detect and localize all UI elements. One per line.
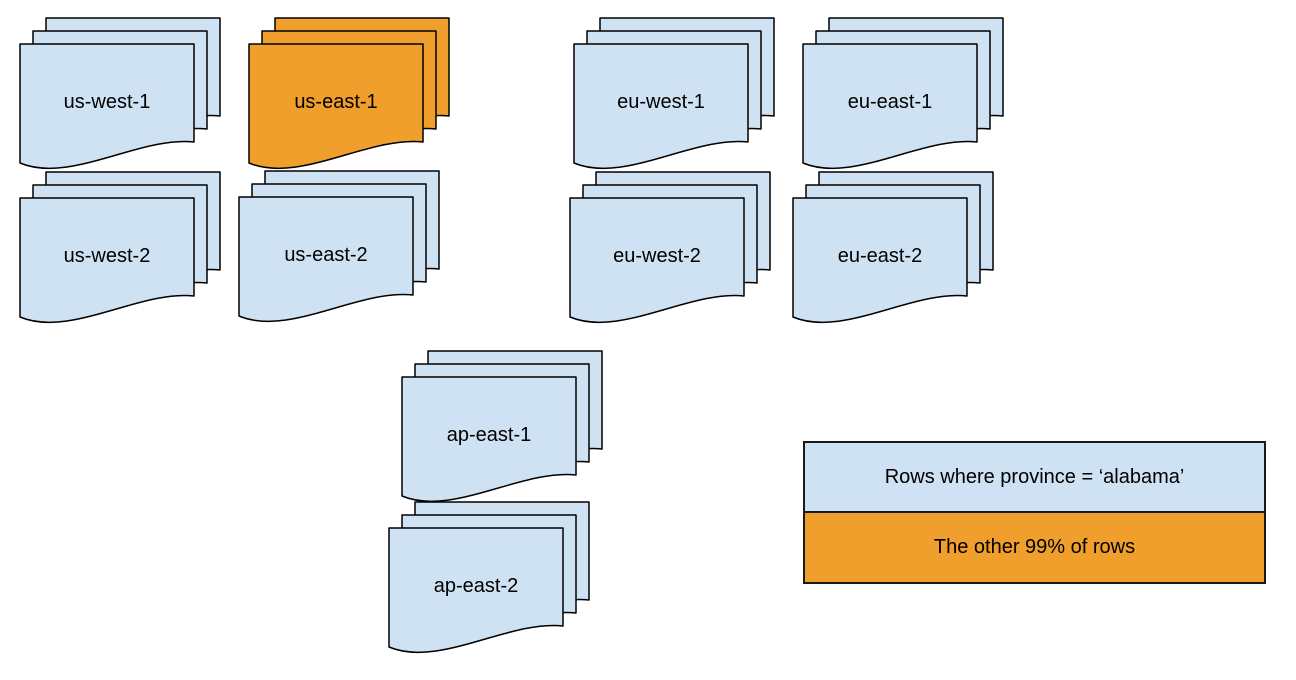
page-front-icon <box>19 197 195 323</box>
document-stack-icon <box>19 171 221 323</box>
page-front-icon <box>19 43 195 169</box>
region-stack-eu-west-1: eu-west-1 <box>573 17 776 175</box>
legend: Rows where province = ‘alabama’ The othe… <box>803 441 1266 584</box>
document-stack-icon <box>238 170 440 322</box>
document-stack-icon <box>573 17 775 169</box>
region-stack-eu-west-2: eu-west-2 <box>569 171 772 329</box>
region-stack-us-west-2: us-west-2 <box>19 171 222 329</box>
document-stack-icon <box>388 501 590 653</box>
page-front-icon <box>792 197 968 323</box>
legend-item-alabama-rows: Rows where province = ‘alabama’ <box>805 443 1264 511</box>
document-stack-icon <box>802 17 1004 169</box>
region-stack-us-east-2: us-east-2 <box>238 170 441 328</box>
page-front-icon <box>802 43 978 169</box>
region-stack-eu-east-2: eu-east-2 <box>792 171 995 329</box>
region-stack-us-west-1: us-west-1 <box>19 17 222 175</box>
region-stack-ap-east-2: ap-east-2 <box>388 501 591 659</box>
region-stack-ap-east-1: ap-east-1 <box>401 350 604 508</box>
legend-item-other-rows: The other 99% of rows <box>805 511 1264 582</box>
document-stack-icon <box>792 171 994 323</box>
page-front-icon <box>388 527 564 653</box>
document-stack-icon <box>19 17 221 169</box>
page-front-icon <box>238 196 414 322</box>
region-stack-us-east-1: us-east-1 <box>248 17 451 175</box>
document-stack-icon <box>401 350 603 502</box>
document-stack-icon <box>569 171 771 323</box>
page-front-icon <box>401 376 577 502</box>
page-front-icon <box>248 43 424 169</box>
document-stack-icon <box>248 17 450 169</box>
page-front-icon <box>569 197 745 323</box>
region-stack-eu-east-1: eu-east-1 <box>802 17 1005 175</box>
page-front-icon <box>573 43 749 169</box>
